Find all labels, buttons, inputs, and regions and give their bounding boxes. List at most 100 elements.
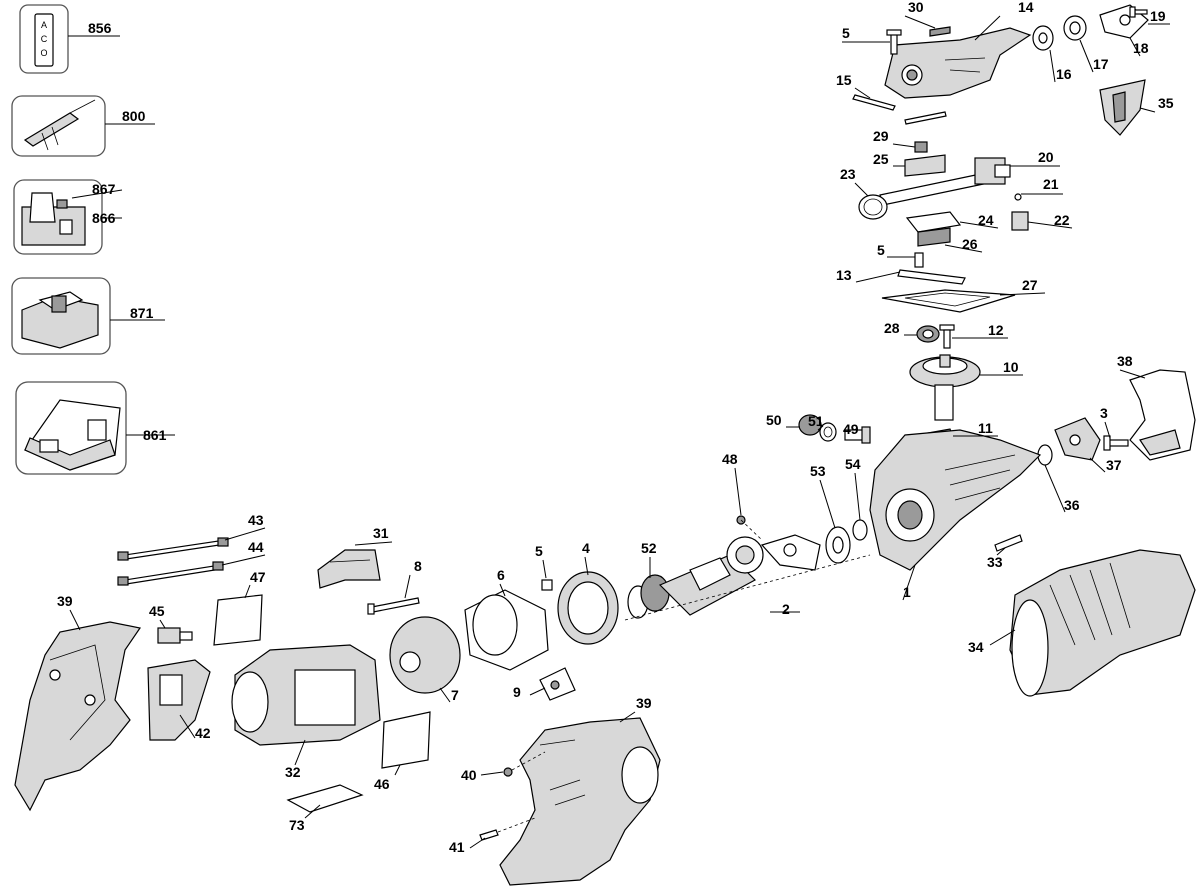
part-9-brush: [539, 667, 576, 701]
part-3-screw: [1103, 435, 1129, 451]
label-5-rivet: 5: [877, 242, 885, 258]
label-37: 37: [1106, 457, 1122, 473]
part-7-fan: [389, 616, 461, 694]
label-18: 18: [1133, 40, 1149, 56]
part-6-magnet: [464, 589, 549, 671]
part-14-clamp-housing: [884, 27, 1032, 99]
part-4-brush-holder: [557, 571, 619, 645]
part-32-motor: [231, 644, 381, 746]
part-33-screw: [994, 534, 1023, 552]
part-29-nut: [914, 141, 928, 153]
part-39-handle-right: [499, 717, 661, 886]
label-53: 53: [810, 463, 826, 479]
part-20-plunger: [879, 157, 1011, 206]
part-24-guide: [905, 211, 962, 233]
label-73: 73: [289, 817, 305, 833]
label-31: 31: [373, 525, 389, 541]
label-30: 30: [908, 0, 924, 15]
label-12: 12: [988, 322, 1004, 338]
label-22: 22: [1054, 212, 1070, 228]
label-49: 49: [843, 421, 859, 437]
label-13: 13: [836, 267, 852, 283]
part-5-screw-top: [886, 29, 902, 55]
label-27: 27: [1022, 277, 1038, 293]
part-5-screw-mid: [541, 579, 553, 591]
part-41-screw: [479, 817, 536, 841]
part-22-block: [1011, 211, 1029, 231]
label-48: 48: [722, 451, 738, 467]
part-46-label: [381, 711, 431, 769]
accessory-856-switch-panel: A C O: [19, 4, 120, 74]
label-33: 33: [987, 554, 1003, 570]
label-39-left: 39: [57, 593, 73, 609]
part-34-housing: [1009, 549, 1196, 697]
label-6: 6: [497, 567, 505, 583]
label-10: 10: [1003, 359, 1019, 375]
part-48-bracket: [736, 515, 821, 571]
part-42-switch: [147, 659, 211, 741]
part-21-ball: [1014, 193, 1022, 201]
switch-letter-o: O: [40, 48, 47, 58]
label-11: 11: [978, 420, 993, 436]
label-8: 8: [414, 558, 422, 574]
accessory-861-case: [15, 381, 175, 475]
part-35-lever: [1099, 79, 1146, 136]
part-49-pin: [844, 426, 871, 444]
label-42: 42: [195, 725, 211, 741]
label-39-right: 39: [636, 695, 652, 711]
part-73-label: [286, 784, 364, 813]
label-1: 1: [903, 584, 911, 600]
part-16-washer: [1032, 25, 1054, 51]
label-861: 861: [143, 427, 167, 443]
part-47-label: [213, 594, 263, 646]
label-45: 45: [149, 603, 165, 619]
label-46: 46: [374, 776, 390, 792]
part-15-pins: [852, 94, 947, 125]
label-856: 856: [88, 20, 112, 36]
label-26: 26: [962, 236, 978, 252]
label-4: 4: [582, 540, 590, 556]
label-24: 24: [978, 212, 994, 228]
part-43-44-wires: [117, 537, 229, 586]
accessory-800-blade: [11, 95, 155, 157]
accessory-871-charger: [11, 277, 165, 355]
label-44: 44: [248, 539, 264, 555]
part-19-screw: [1129, 6, 1148, 18]
part-37-shoe-lever: [1054, 417, 1101, 461]
part-12-screw: [939, 324, 955, 349]
part-10-gear-plate: [909, 354, 981, 421]
label-3: 3: [1100, 405, 1108, 421]
part-38-shoe: [1129, 369, 1196, 461]
part-51-spring: [819, 422, 837, 442]
label-52: 52: [641, 540, 657, 556]
label-36: 36: [1064, 497, 1080, 513]
part-31-cap: [317, 549, 381, 589]
label-40: 40: [461, 767, 477, 783]
label-51: 51: [808, 413, 824, 429]
part-45-contact: [157, 627, 193, 644]
label-14: 14: [1018, 0, 1034, 15]
label-800: 800: [122, 108, 146, 124]
label-867: 867: [92, 181, 116, 197]
label-17: 17: [1093, 56, 1109, 72]
part-8-screw: [367, 597, 420, 615]
label-7: 7: [451, 687, 459, 703]
label-5-top: 5: [842, 25, 850, 41]
label-5-mid: 5: [535, 543, 543, 559]
label-25: 25: [873, 151, 889, 167]
label-41: 41: [449, 839, 465, 855]
label-23: 23: [840, 166, 856, 182]
label-43: 43: [248, 512, 264, 528]
part-5-rivet: [914, 252, 924, 268]
part-17-washer: [1063, 15, 1087, 41]
part-25-clamp: [904, 154, 946, 177]
label-871: 871: [130, 305, 154, 321]
label-21: 21: [1043, 176, 1059, 192]
label-16: 16: [1056, 66, 1072, 82]
label-47: 47: [250, 569, 266, 585]
label-866: 866: [92, 210, 116, 226]
label-2: 2: [782, 601, 790, 617]
part-39-handle-left: [14, 621, 142, 812]
label-38: 38: [1117, 353, 1133, 369]
